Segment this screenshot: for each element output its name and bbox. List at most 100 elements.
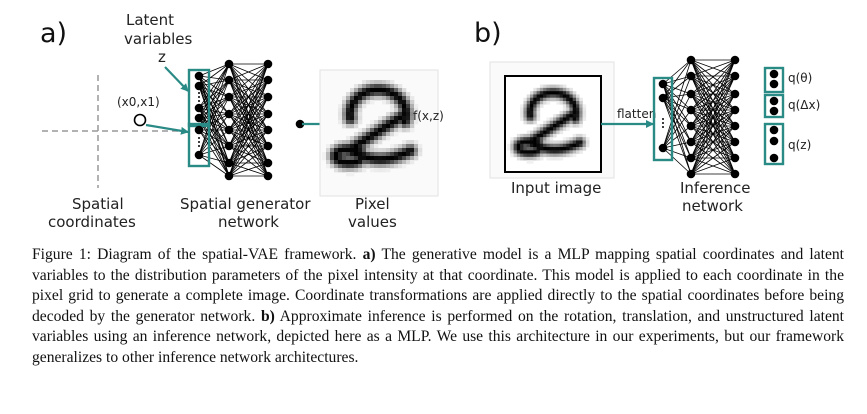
digit-pixel bbox=[520, 107, 524, 112]
digit-pixel bbox=[370, 100, 375, 105]
digit-pixel bbox=[414, 104, 419, 109]
digit-pixel bbox=[539, 87, 544, 92]
digit-pixel bbox=[378, 136, 383, 141]
digit-pixel bbox=[553, 94, 557, 99]
digit-pixel bbox=[549, 153, 554, 158]
digit-pixel bbox=[539, 143, 544, 148]
network-node bbox=[263, 109, 273, 119]
digit-pixel bbox=[402, 108, 407, 113]
digit-pixel bbox=[536, 91, 541, 95]
digit-pixel bbox=[362, 80, 367, 85]
digit-pixel bbox=[326, 156, 331, 161]
digit-pixel bbox=[562, 127, 567, 131]
digit-pixel bbox=[530, 137, 534, 141]
digit-pixel bbox=[386, 164, 391, 169]
digit-pixel bbox=[410, 140, 415, 145]
digit-pixel bbox=[342, 164, 347, 169]
digit-pixel bbox=[398, 148, 403, 153]
digit-pixel bbox=[579, 114, 583, 118]
digit-pixel bbox=[539, 153, 544, 158]
digit-pixel bbox=[386, 92, 391, 97]
digit-pixel bbox=[553, 124, 557, 128]
digit-pixel bbox=[358, 164, 363, 169]
digit-pixel bbox=[562, 110, 567, 115]
latent-label-line2: variables bbox=[124, 30, 193, 48]
digit-pixel bbox=[543, 147, 547, 151]
digit-pixel bbox=[572, 124, 577, 128]
digit-pixel bbox=[350, 140, 355, 145]
digit-pixel bbox=[402, 128, 407, 133]
digit-pixel bbox=[510, 143, 514, 148]
digit-pixel bbox=[543, 87, 547, 92]
network-node bbox=[686, 169, 696, 179]
digit-pixel bbox=[579, 107, 583, 112]
digit-pixel bbox=[386, 100, 391, 105]
digit-pixel bbox=[394, 112, 399, 117]
digit-pixel bbox=[354, 116, 359, 121]
digit-pixel bbox=[553, 91, 557, 95]
digit-pixel bbox=[350, 112, 355, 117]
network-node bbox=[686, 71, 696, 81]
digit-pixel bbox=[386, 112, 391, 117]
digit-pixel bbox=[510, 147, 514, 151]
digit-pixel bbox=[346, 164, 351, 169]
digit-pixel bbox=[346, 144, 351, 149]
digit-pixel bbox=[539, 101, 544, 105]
digit-pixel bbox=[513, 150, 518, 154]
digit-pixel bbox=[556, 101, 560, 105]
network-node bbox=[658, 93, 668, 103]
digit-pixel bbox=[338, 144, 343, 149]
digit-pixel bbox=[382, 92, 387, 97]
digit-pixel bbox=[523, 150, 528, 154]
digit-pixel bbox=[569, 150, 574, 154]
digit-pixel bbox=[533, 91, 537, 95]
digit-pixel bbox=[338, 116, 343, 121]
digit-pixel bbox=[559, 147, 564, 151]
digit-pixel bbox=[526, 110, 531, 115]
digit-pixel bbox=[354, 148, 359, 153]
output-latent-label: q(z) bbox=[788, 138, 811, 152]
digit-pixel bbox=[350, 92, 355, 97]
digit-pixel bbox=[569, 143, 574, 148]
digit-pixel bbox=[553, 150, 557, 154]
digit-pixel bbox=[562, 143, 567, 148]
digit-pixel bbox=[526, 133, 531, 138]
network-node bbox=[769, 106, 779, 116]
digit-pixel bbox=[566, 101, 570, 105]
digit-pixel bbox=[374, 152, 379, 157]
digit-pixel bbox=[382, 96, 387, 101]
digit-pixel bbox=[556, 127, 560, 131]
digit-pixel bbox=[378, 116, 383, 121]
digit-pixel bbox=[533, 153, 537, 158]
network-node bbox=[730, 137, 740, 147]
digit-pixel bbox=[382, 80, 387, 85]
digit-pixel bbox=[402, 92, 407, 97]
digit-pixel bbox=[546, 94, 551, 99]
digit-pixel bbox=[398, 128, 403, 133]
digit-pixel bbox=[562, 147, 567, 151]
digit-pixel bbox=[378, 92, 383, 97]
digit-pixel bbox=[543, 137, 547, 141]
digit-pixel bbox=[362, 148, 367, 153]
digit-pixel bbox=[516, 147, 521, 151]
digit-pixel bbox=[576, 117, 580, 122]
digit-pixel bbox=[354, 84, 359, 89]
digit-pixel bbox=[566, 94, 570, 99]
digit-pixel bbox=[559, 117, 564, 122]
digit-pixel bbox=[549, 140, 554, 145]
digit-pixel bbox=[523, 114, 528, 118]
digit-pixel bbox=[559, 120, 564, 125]
digit-pixel bbox=[398, 116, 403, 121]
digit-pixel bbox=[414, 148, 419, 153]
digit-pixel bbox=[559, 143, 564, 148]
vertical-ellipsis-dot bbox=[662, 118, 664, 120]
digit-pixel bbox=[553, 143, 557, 148]
digit-pixel bbox=[572, 153, 577, 158]
digit-pixel bbox=[562, 117, 567, 122]
digit-pixel bbox=[576, 133, 580, 138]
digit-pixel bbox=[378, 128, 383, 133]
digit-pixel bbox=[378, 132, 383, 137]
digit-pixel bbox=[526, 153, 531, 158]
digit-pixel bbox=[569, 140, 574, 145]
digit-pixel bbox=[382, 132, 387, 137]
